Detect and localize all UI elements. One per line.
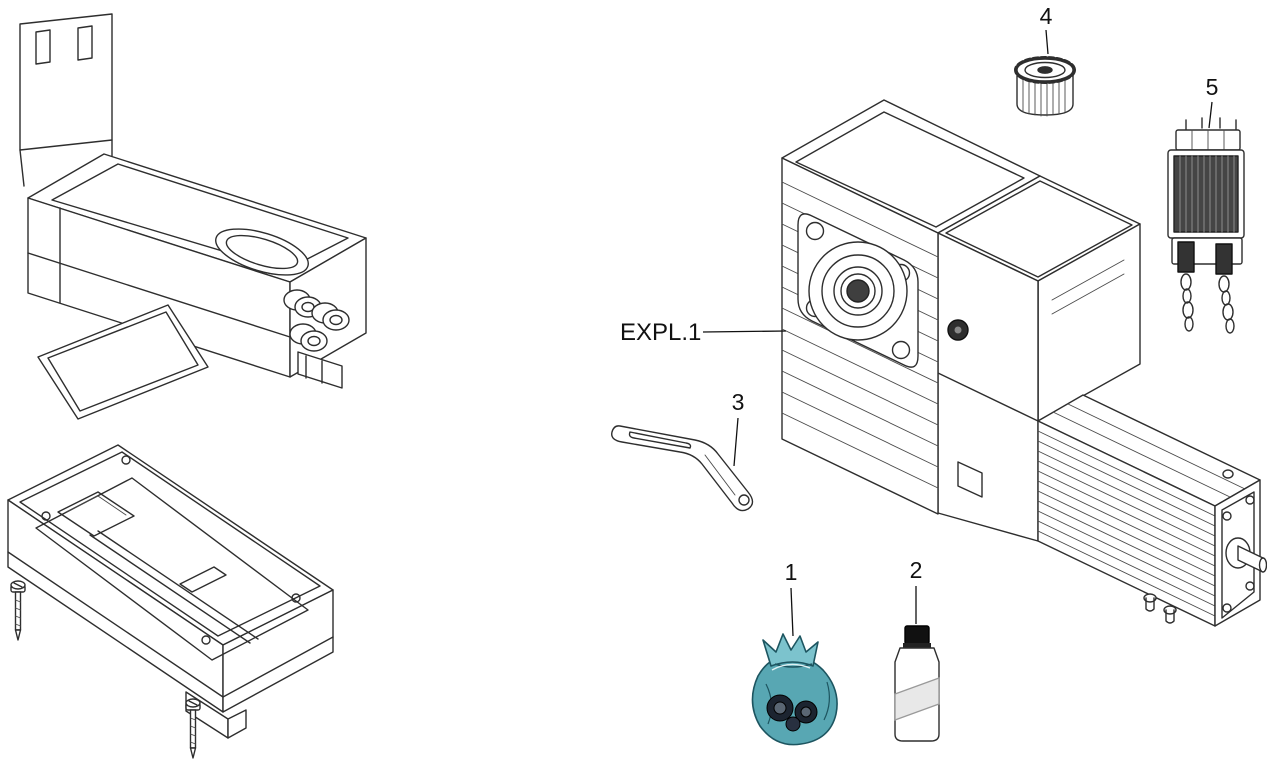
- release-chain: [1180, 273, 1194, 332]
- mounting-screw: [185, 698, 201, 759]
- motor-bolt: [1143, 593, 1177, 624]
- hardware-bag-drawing: [751, 633, 838, 746]
- connector-block: [297, 351, 343, 389]
- access-cover-oval: [215, 228, 309, 276]
- callout-1-leader: [790, 587, 794, 637]
- bag-gather: [762, 633, 819, 667]
- cable-gland: [311, 302, 350, 331]
- callout-2-label: 2: [910, 557, 923, 583]
- oil-bottle-drawing: [894, 625, 940, 742]
- release-chain: [1218, 275, 1235, 334]
- cable-gland: [289, 323, 328, 352]
- cable-gland: [283, 289, 322, 318]
- callout-3-label: 3: [732, 389, 745, 415]
- bag-contents: [766, 694, 818, 732]
- output-bore: [808, 241, 908, 341]
- callout-1-label: 1: [785, 559, 798, 585]
- cover-housing-drawing: [19, 13, 367, 389]
- bag-body: [751, 656, 838, 746]
- brake-module-drawing: [1167, 117, 1245, 334]
- assembly-leader: [702, 330, 787, 333]
- mounting-screw: [10, 580, 26, 641]
- bottle-label-band: [894, 677, 940, 721]
- assembly-label: EXPL.1: [620, 319, 701, 346]
- gasket-sheet-drawing: [37, 304, 209, 420]
- terminal-knob: [947, 319, 969, 341]
- bottle-cap: [904, 625, 930, 645]
- callouts: EXPL.1 1 2 3 4 5: [620, 3, 1219, 637]
- mounting-flange: [797, 213, 919, 368]
- callout-3-leader: [733, 417, 739, 467]
- callout-4-label: 4: [1040, 3, 1053, 29]
- pinion-gear-drawing: [1014, 56, 1076, 117]
- junction-box: [937, 175, 1141, 422]
- back-plate: [19, 13, 113, 187]
- gearmotor-assembly-drawing: [781, 99, 1267, 627]
- callout-5-leader: [1208, 101, 1213, 129]
- release-lever-drawing: [611, 425, 754, 512]
- callout-5-label: 5: [1206, 74, 1219, 100]
- callout-4-leader: [1045, 29, 1049, 55]
- brake-grill: [1173, 155, 1239, 233]
- motor-shaft: [1225, 537, 1267, 573]
- base-tray-drawing: [7, 444, 334, 759]
